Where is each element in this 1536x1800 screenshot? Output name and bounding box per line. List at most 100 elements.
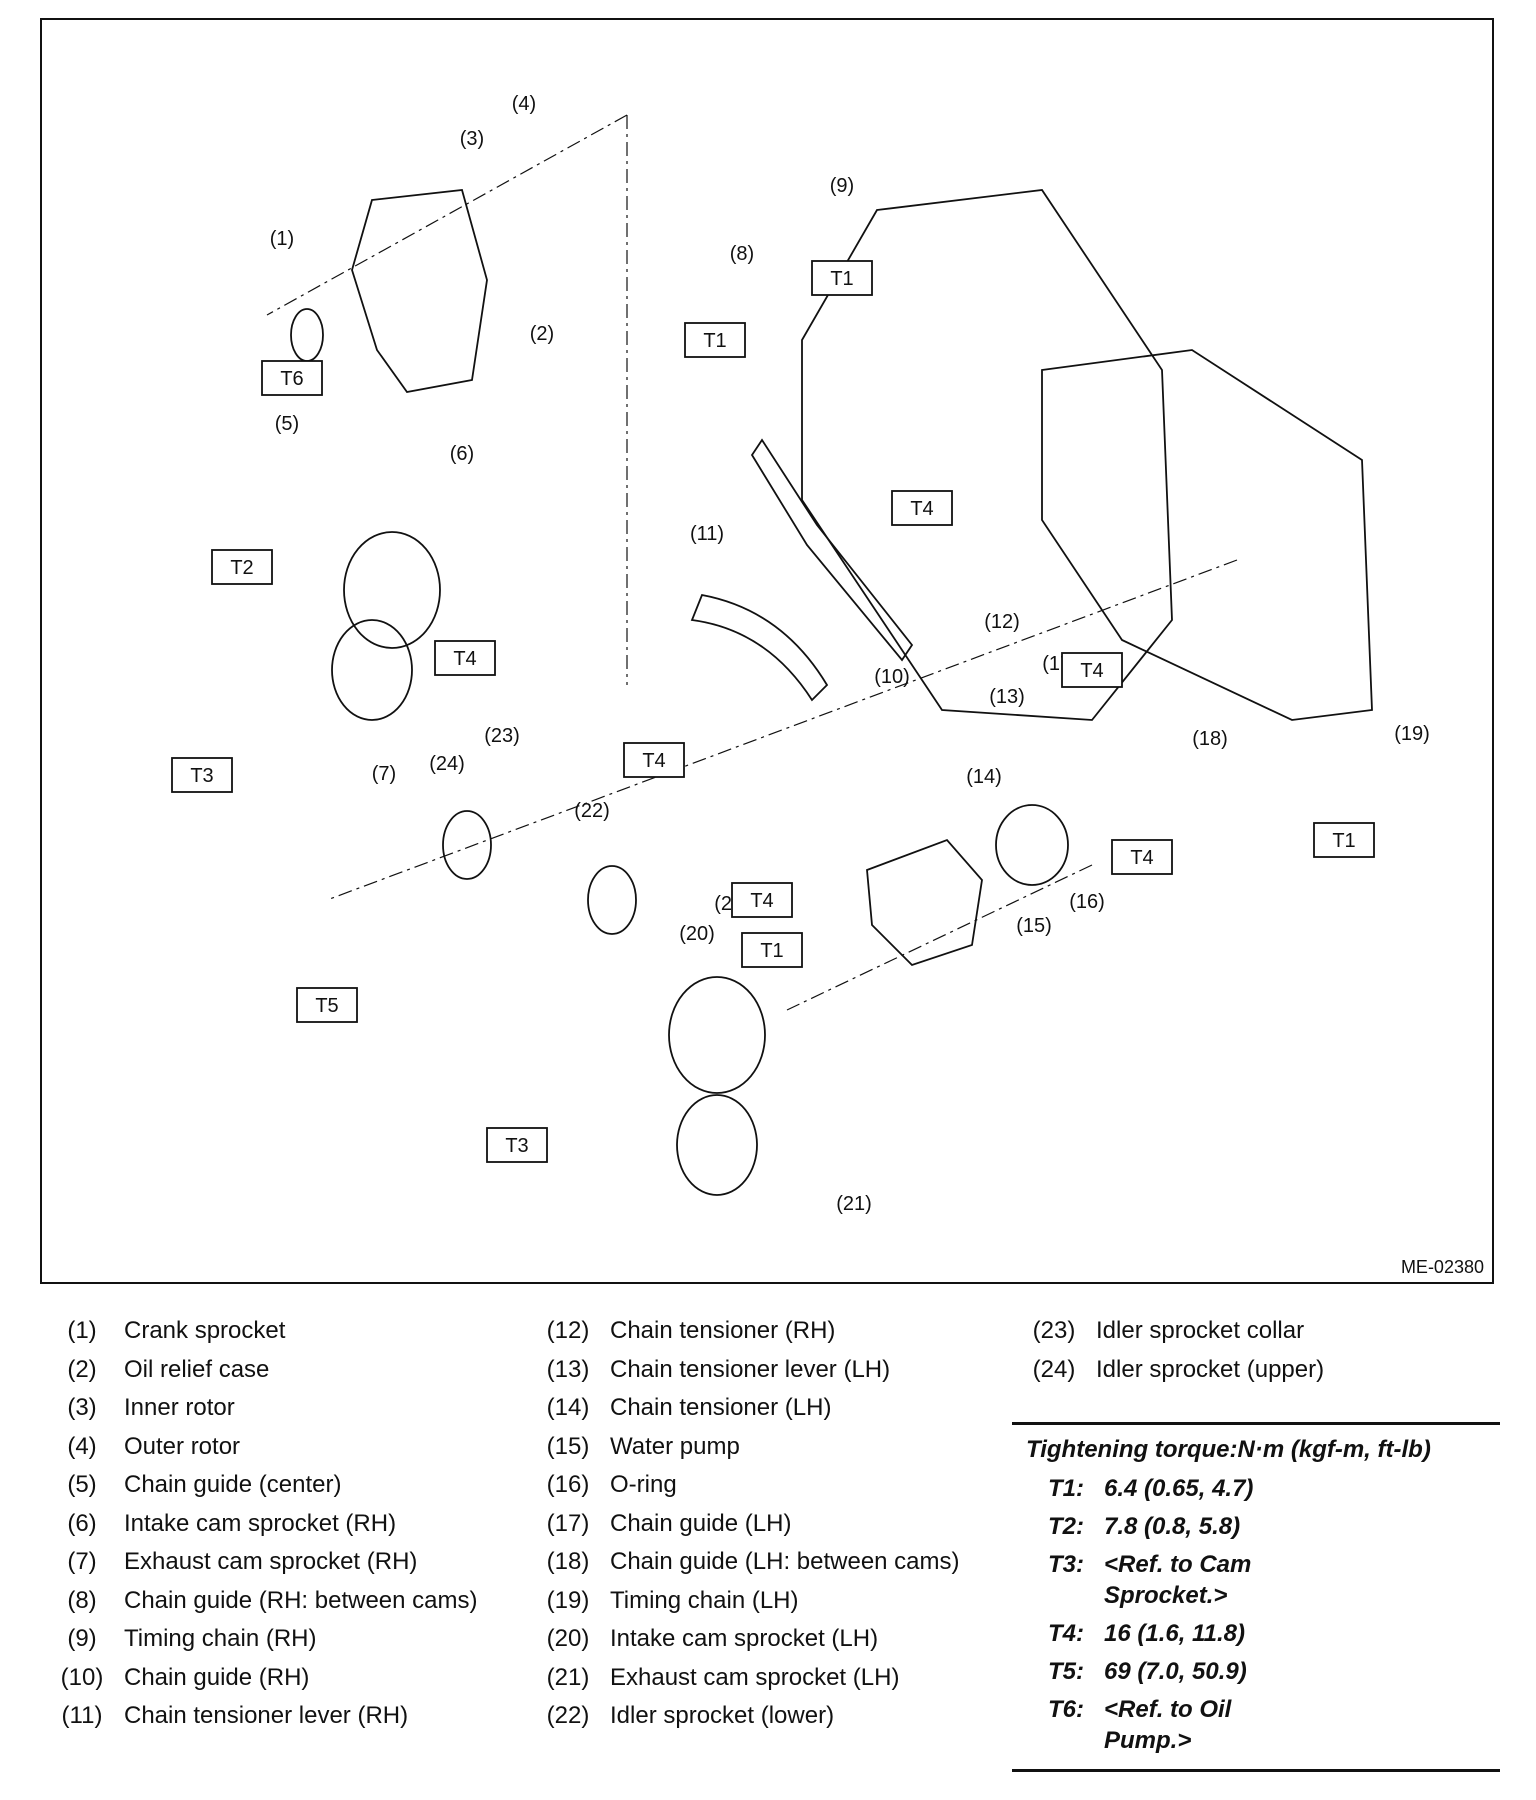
legend-number: (2) <box>67 1355 97 1383</box>
torque-value-line: 7.8 (0.8, 5.8) <box>1104 1512 1241 1540</box>
torque-value-line: <Ref. to Oil <box>1104 1695 1232 1723</box>
torque-tag: T2 <box>211 549 273 585</box>
legend-label: Idler sprocket (lower) <box>610 1702 835 1729</box>
torque-key: T4: <box>1048 1619 1084 1647</box>
torque-tag-box <box>1061 652 1123 688</box>
legend-label: Outer rotor <box>124 1432 241 1460</box>
torque-key: T3: <box>1048 1550 1084 1578</box>
torque-tag-label: T4 <box>1130 847 1153 869</box>
callout-label: (5) <box>275 413 299 435</box>
torque-row: T5:69 (7.0, 50.9) <box>1012 1652 1500 1690</box>
callout-label: (3) <box>460 128 484 150</box>
callout-label: (7) <box>372 763 396 785</box>
torque-value-line: 16 (1.6, 11.8) <box>1104 1619 1245 1647</box>
legend-item: (9)Timing chain (RH) <box>52 1620 522 1659</box>
legend-item: (12)Chain tensioner (RH) <box>538 1312 1008 1351</box>
legend-number: (22) <box>546 1702 590 1729</box>
torque-tag: T6 <box>261 360 323 396</box>
torque-value: 7.8 (0.8, 5.8) <box>1104 1511 1464 1542</box>
legend-item: (17)Chain guide (LH) <box>538 1505 1008 1544</box>
torque-tag: T4 <box>1061 652 1123 688</box>
legend-label: Exhaust cam sprocket (LH) <box>610 1663 900 1691</box>
torque-tag-label: T4 <box>910 498 933 520</box>
torque-tag-label: T2 <box>230 557 253 579</box>
callout-label: (1) <box>270 228 294 250</box>
torque-tag-label: T1 <box>830 268 853 290</box>
legend-label: Chain tensioner (RH) <box>610 1317 836 1344</box>
legend-label: Chain guide (RH) <box>124 1663 310 1691</box>
torque-tag-label: T3 <box>190 765 213 787</box>
torque-tag: T4 <box>623 742 685 778</box>
legend-item: (2) Oil relief case <box>52 1351 522 1390</box>
torque-tag: T5 <box>296 987 358 1023</box>
torque-key: T5: <box>1048 1657 1084 1685</box>
legend-number: (5) <box>67 1471 97 1498</box>
torque-value-line: Pump.> <box>1104 1726 1192 1754</box>
legend-number: (20) <box>546 1625 590 1652</box>
legend-number: (15) <box>546 1432 590 1460</box>
callout-label: (20) <box>679 923 715 945</box>
torque-tag: T3 <box>486 1127 548 1163</box>
callout-label: (22) <box>574 800 610 822</box>
torque-value-line: <Ref. to Cam <box>1104 1550 1252 1578</box>
legend-label: Oil relief case <box>124 1355 270 1383</box>
legend-item: (22) Idler sprocket (lower) <box>538 1697 1008 1736</box>
torque-title: Tightening torque:N·m (kgf-m, ft-lb) <box>1026 1436 1431 1463</box>
diagram-frame: (1)(2)(3)(4)(5)(6)(7)(8)(9)(10)(11)(12)(… <box>40 18 1494 1284</box>
legend-item: (18)Chain guide (LH: between cams) <box>538 1543 1008 1582</box>
torque-rows: T1:6.4 (0.65, 4.7)T2:7.8 (0.8, 5.8)T3:<R… <box>1012 1469 1500 1759</box>
callout-label: (23) <box>484 725 520 747</box>
torque-tag: T1 <box>684 322 746 358</box>
torque-tag: T1 <box>811 260 873 296</box>
torque-tag-box <box>486 1127 548 1163</box>
outline-exhaust-cam-sprocket-rh <box>331 619 413 721</box>
legend-number: (1) <box>67 1317 97 1344</box>
outline-chain-tensioner-lever-rh <box>690 593 829 702</box>
outline-timing-chain-cover-lh <box>1041 349 1373 721</box>
legend-label: Idler sprocket collar <box>1096 1317 1305 1344</box>
legend-label: Chain guide (RH: between cams) <box>124 1586 478 1614</box>
torque-tag-label: T1 <box>760 940 783 962</box>
outline-chain-guide-rh <box>750 438 914 662</box>
legend-number: (6) <box>67 1509 97 1537</box>
torque-tag-box <box>1111 839 1173 875</box>
torque-row: T2:7.8 (0.8, 5.8) <box>1012 1507 1500 1545</box>
callouts-layer: (1)(2)(3)(4)(5)(6)(7)(8)(9)(10)(11)(12)(… <box>270 93 1430 1215</box>
legend-label: Chain guide (LH: between cams) <box>610 1548 960 1575</box>
legend-label: Timing chain (RH) <box>124 1625 317 1652</box>
legend-number: (7) <box>67 1548 97 1575</box>
callout-label: (10) <box>874 666 910 688</box>
legend-label: Crank sprocket <box>124 1317 286 1344</box>
outline-intake-cam-sprocket-lh <box>668 976 766 1094</box>
legend-item: (3)Inner rotor <box>52 1389 522 1428</box>
torque-key: T6: <box>1048 1695 1084 1723</box>
legend-label: Timing chain (LH) <box>610 1586 799 1614</box>
legend-number: (17) <box>546 1509 590 1537</box>
torque-tag: T1 <box>1313 822 1375 858</box>
legend-column-3: (23)Idler sprocket collar(24)Idler sproc… <box>1024 1312 1494 1389</box>
outline-o-ring <box>995 804 1069 886</box>
legend-item: (6)Intake cam sprocket (RH) <box>52 1505 522 1544</box>
callout-label: (21) <box>836 1193 872 1215</box>
legend-label: Idler sprocket (upper) <box>1096 1355 1325 1383</box>
torque-tag-box <box>891 490 953 526</box>
callout-label: (15) <box>1016 915 1052 937</box>
torque-tag-box <box>623 742 685 778</box>
legend-number: (4) <box>67 1432 97 1460</box>
legend-label: Intake cam sprocket (LH) <box>610 1625 879 1652</box>
callout-label: (18) <box>1192 728 1228 750</box>
torque-row: T4: 16 (1.6, 11.8) <box>1012 1614 1500 1652</box>
callout-label: (9) <box>830 175 854 197</box>
torque-tag: T1 <box>741 932 803 968</box>
torque-tag: T4 <box>434 640 496 676</box>
torque-tag-label: T1 <box>703 330 726 352</box>
figure-ref-code: ME-02380 <box>1400 1257 1484 1277</box>
torque-key: T1: <box>1048 1474 1084 1502</box>
legend-item: (14)Chain tensioner (LH) <box>538 1389 1008 1428</box>
callout-label: (14) <box>966 766 1002 788</box>
callout-label: (8) <box>730 243 754 265</box>
legend-item: (24)Idler sprocket (upper) <box>1024 1351 1494 1390</box>
